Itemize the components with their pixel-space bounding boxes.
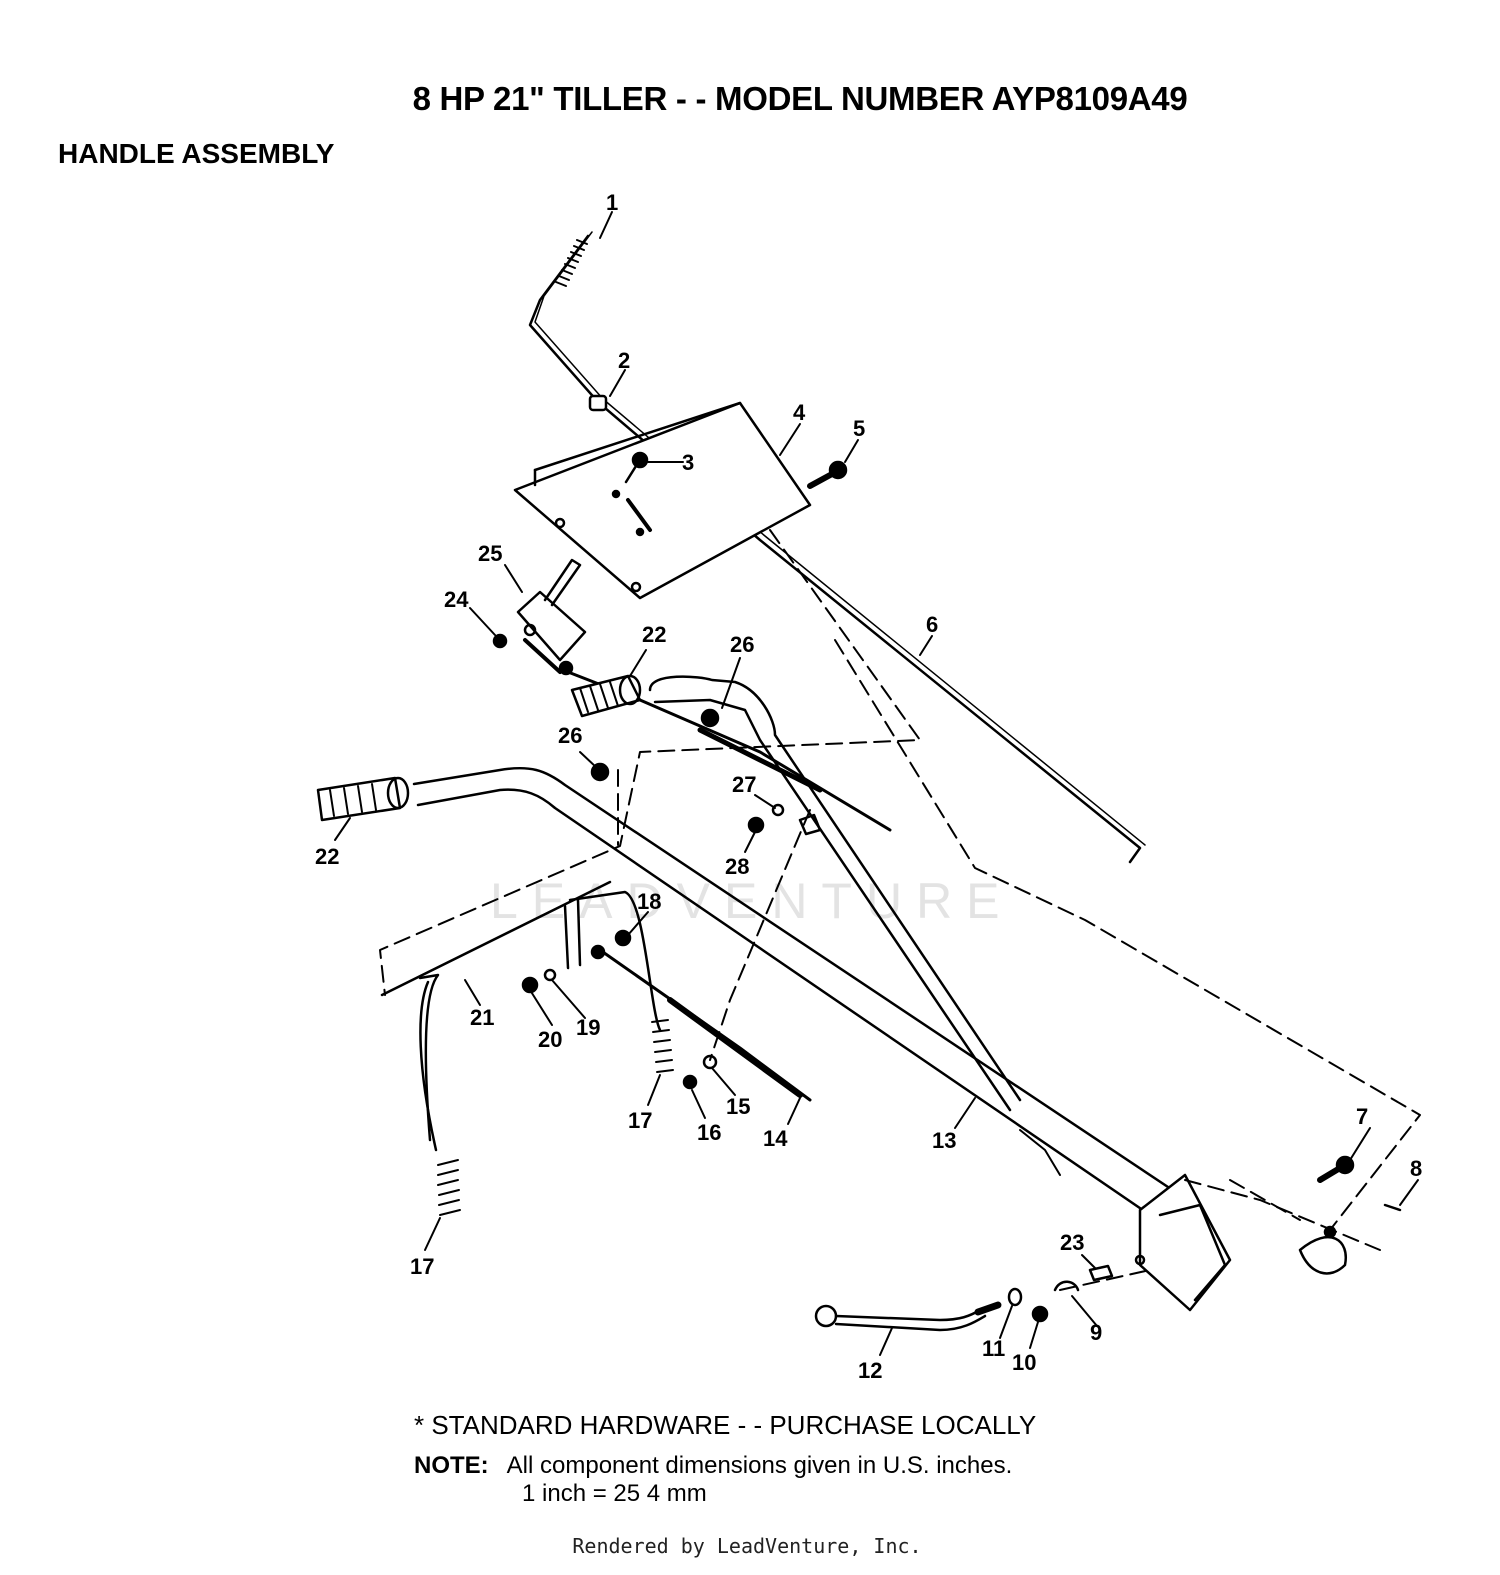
part-label: 22 <box>642 622 666 647</box>
nut-10 <box>1031 1305 1049 1323</box>
part-label: 17 <box>410 1254 434 1279</box>
spring-17-left <box>437 1159 461 1216</box>
note-line-2: 1 inch = 25 4 mm <box>522 1480 707 1507</box>
part-label: 8 <box>1410 1156 1422 1181</box>
nut-20 <box>521 976 539 994</box>
dimension-note: NOTE: All component dimensions given in U… <box>414 1452 1012 1508</box>
part-label: 27 <box>732 772 756 797</box>
bolt-11 <box>974 1301 1002 1316</box>
assembly-leader-lines <box>379 529 1421 1291</box>
part-label: 3 <box>682 450 694 475</box>
note-label: NOTE: <box>414 1452 489 1479</box>
part-label: 26 <box>558 723 582 748</box>
bushing-23 <box>1088 1264 1114 1282</box>
handle-bar-main <box>412 766 1182 1197</box>
part-label: 23 <box>1060 1230 1084 1255</box>
part-label: 9 <box>1090 1320 1102 1345</box>
part-label: 14 <box>763 1126 788 1151</box>
part-label: 25 <box>478 541 502 566</box>
part-label: 7 <box>1356 1104 1368 1129</box>
nut-26-upper <box>700 708 720 728</box>
bolt-18 <box>614 929 632 947</box>
screw-16 <box>682 1074 698 1090</box>
handle-grip-upper <box>570 674 642 718</box>
handle-bar-upper <box>648 675 1022 1102</box>
standard-hardware-note: * STANDARD HARDWARE - - PURCHASE LOCALLY <box>414 1410 1037 1440</box>
part-label: 10 <box>1012 1350 1036 1375</box>
part-label: 18 <box>637 889 661 914</box>
part-label: 20 <box>538 1027 562 1052</box>
part-label: 5 <box>853 416 865 441</box>
washer-11 <box>1007 1287 1023 1307</box>
cable-clip <box>798 813 822 836</box>
part-label: 22 <box>315 844 339 869</box>
part-label: 26 <box>730 632 754 657</box>
nut-24 <box>492 633 508 649</box>
part-label: 16 <box>697 1120 721 1145</box>
nut-2 <box>588 394 608 412</box>
part-label: 11 <box>982 1336 1005 1361</box>
part-label: 4 <box>793 400 806 425</box>
rendered-by-credit: Rendered by LeadVenture, Inc. <box>572 1534 922 1558</box>
part-label: 1 <box>606 190 618 215</box>
washer-27 <box>771 803 785 817</box>
part-label: 21 <box>470 1005 494 1030</box>
pin-8 <box>1383 1203 1402 1212</box>
section-title: HANDLE ASSEMBLY <box>58 138 335 169</box>
washer-19 <box>543 968 557 982</box>
part-label: 19 <box>576 1015 600 1040</box>
spacer-9 <box>1053 1280 1080 1292</box>
part-labels: 1 2 3 4 5 6 7 8 9 10 11 12 13 14 15 16 1… <box>315 190 1422 1383</box>
nut-15 <box>702 1054 718 1070</box>
part-label: 2 <box>618 348 630 373</box>
screw-3 <box>624 451 649 484</box>
part-label: 28 <box>725 854 749 879</box>
drive-lever <box>380 880 662 1152</box>
part-label: 17 <box>628 1108 652 1133</box>
watermark: LEADVENTURE <box>490 873 1014 929</box>
page-title: 8 HP 21" TILLER - - MODEL NUMBER AYP8109… <box>412 80 1188 117</box>
part-label: 15 <box>726 1094 750 1119</box>
label-leaders <box>334 211 1419 1356</box>
handle-base-bracket <box>1134 1173 1232 1312</box>
shift-lever-12 <box>814 1304 987 1332</box>
spring-17-right <box>651 1019 674 1073</box>
part-label: 6 <box>926 612 938 637</box>
bolt-5 <box>807 460 848 489</box>
part-label: 13 <box>932 1128 956 1153</box>
part-label: 12 <box>858 1358 882 1383</box>
shift-cover <box>513 401 812 600</box>
throttle-control <box>516 558 587 676</box>
handle-grip-lower <box>316 776 410 822</box>
note-line-1: All component dimensions given in U.S. i… <box>506 1452 1013 1479</box>
bolt-7 <box>1317 1155 1355 1183</box>
part-label: 24 <box>444 587 469 612</box>
